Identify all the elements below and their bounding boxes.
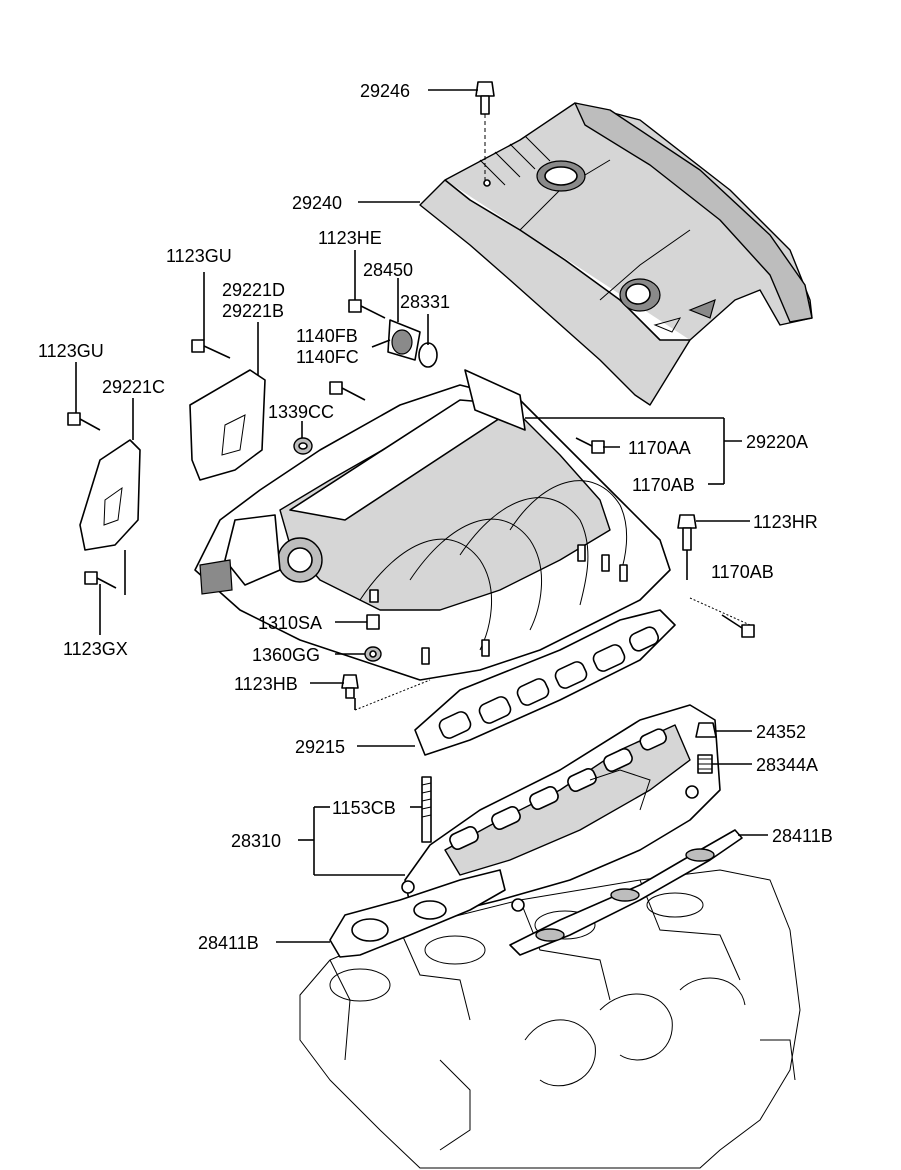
bolt-1140fb-icon: [329, 381, 366, 401]
bolt-1123hb-icon: [341, 674, 359, 699]
label-1123gu-left: 1123GU: [38, 341, 104, 361]
label-1170ab-lower: 1170AB: [711, 562, 774, 582]
label-1123he: 1123HE: [318, 228, 382, 248]
label-29221d: 29221D: [222, 280, 285, 300]
washer-1339cc-icon: [293, 437, 313, 455]
label-28450: 28450: [363, 260, 413, 280]
label-24352: 24352: [756, 722, 806, 742]
washer-1360gg-icon: [364, 646, 382, 662]
engine-block: [299, 869, 801, 1169]
nut-1310sa-icon: [366, 614, 380, 630]
label-1123hb: 1123HB: [234, 674, 298, 694]
label-28310: 28310: [231, 831, 281, 851]
gasket-28411b-right: [509, 829, 743, 956]
label-1140fc: 1140FC: [296, 347, 359, 367]
label-1123hr: 1123HR: [753, 512, 818, 532]
label-28411b-left: 28411B: [198, 933, 259, 953]
stud-1153cb-icon: [421, 776, 432, 843]
label-1360gg: 1360GG: [252, 645, 320, 665]
bracket-29221d: [189, 369, 266, 481]
label-29220a: 29220A: [746, 432, 808, 452]
upper-intake-manifold: [194, 369, 671, 681]
label-1170aa: 1170AA: [628, 438, 691, 458]
bolt-1123gu-left-icon: [67, 412, 101, 431]
spring-28344a-icon: [697, 754, 713, 774]
label-1153cb: 1153CB: [332, 798, 396, 818]
bolt-1170ab-icon: [721, 614, 755, 638]
bracket-29221c: [79, 439, 141, 551]
label-29221c: 29221C: [102, 377, 165, 397]
label-1310sa: 1310SA: [258, 613, 322, 633]
label-1123gu-upper: 1123GU: [166, 246, 232, 266]
bolt-1123hr-icon: [677, 514, 697, 551]
engine-cover: [419, 102, 813, 406]
label-28411b-right: 28411B: [772, 826, 833, 846]
label-29240: 29240: [292, 193, 342, 213]
bolt-1123gu-upper-icon: [191, 339, 231, 359]
label-29246: 29246: [360, 81, 410, 101]
part-labels: 29246 29240 1123GU 29221D 29221B 1123HE …: [38, 81, 833, 953]
bolt-1123gx-icon: [84, 571, 117, 589]
lower-intake-manifold: [401, 704, 721, 916]
label-1339cc: 1339CC: [268, 402, 334, 422]
bolt-1123he-icon: [348, 299, 386, 319]
gasket-29215: [414, 609, 676, 756]
bolt-1170aa-icon: [575, 437, 605, 454]
label-1123gx: 1123GX: [63, 639, 128, 659]
label-1170ab-upper: 1170AB: [632, 475, 695, 495]
label-28344a: 28344A: [756, 755, 818, 775]
label-29221b: 29221B: [222, 301, 284, 321]
bolt-29246-icon: [475, 81, 495, 180]
leader-lines: [75, 89, 768, 943]
gasket-28331-icon: [418, 342, 438, 368]
label-28331: 28331: [400, 292, 450, 312]
label-29215: 29215: [295, 737, 345, 757]
nut-24352-icon: [695, 722, 717, 738]
label-1140fb: 1140FB: [296, 326, 358, 346]
gasket-28411b-left: [329, 869, 506, 958]
